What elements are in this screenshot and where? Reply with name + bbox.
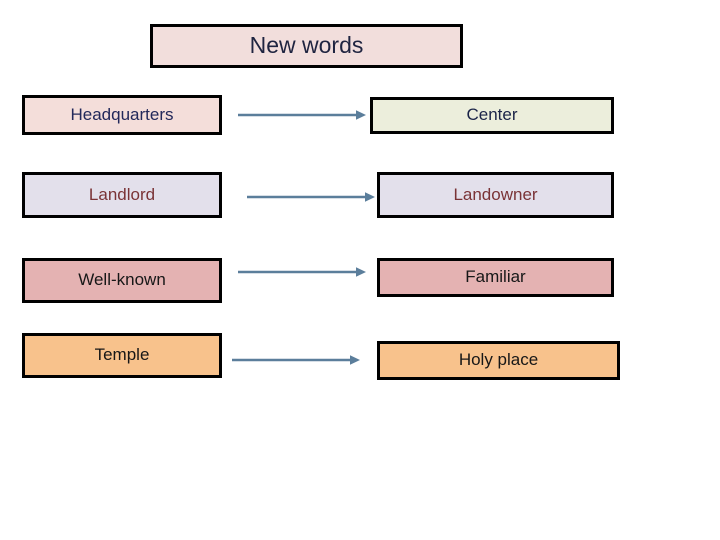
arrow-head-icon: [365, 192, 375, 202]
term-label: Temple: [94, 345, 150, 365]
connector-arrow-row-3: [238, 267, 366, 277]
slide-title-box: New words: [150, 24, 463, 68]
arrow-head-icon: [356, 267, 366, 277]
term-label: Center: [466, 105, 518, 125]
term-box-landowner[interactable]: Landowner: [377, 172, 614, 218]
term-box-well-known[interactable]: Well-known: [22, 258, 222, 303]
connector-arrow-row-4: [232, 355, 360, 365]
term-box-temple[interactable]: Temple: [22, 333, 222, 378]
connector-arrow-row-2: [247, 192, 375, 202]
term-label: Holy place: [458, 350, 539, 370]
term-label: Landlord: [88, 184, 156, 204]
slide-title-text: New words: [249, 32, 364, 59]
term-box-familiar[interactable]: Familiar: [377, 258, 614, 297]
term-box-headquarters[interactable]: Headquarters: [22, 95, 222, 135]
term-label: Familiar: [465, 267, 526, 287]
arrow-head-icon: [350, 355, 360, 365]
term-label: Landowner: [453, 184, 538, 204]
connector-arrow-row-1: [238, 110, 366, 120]
term-label: Headquarters: [70, 104, 174, 124]
term-box-center[interactable]: Center: [370, 97, 614, 134]
term-label: Well-known: [78, 270, 166, 290]
term-box-holy-place[interactable]: Holy place: [377, 341, 620, 380]
arrow-head-icon: [356, 110, 366, 120]
term-box-landlord[interactable]: Landlord: [22, 172, 222, 218]
